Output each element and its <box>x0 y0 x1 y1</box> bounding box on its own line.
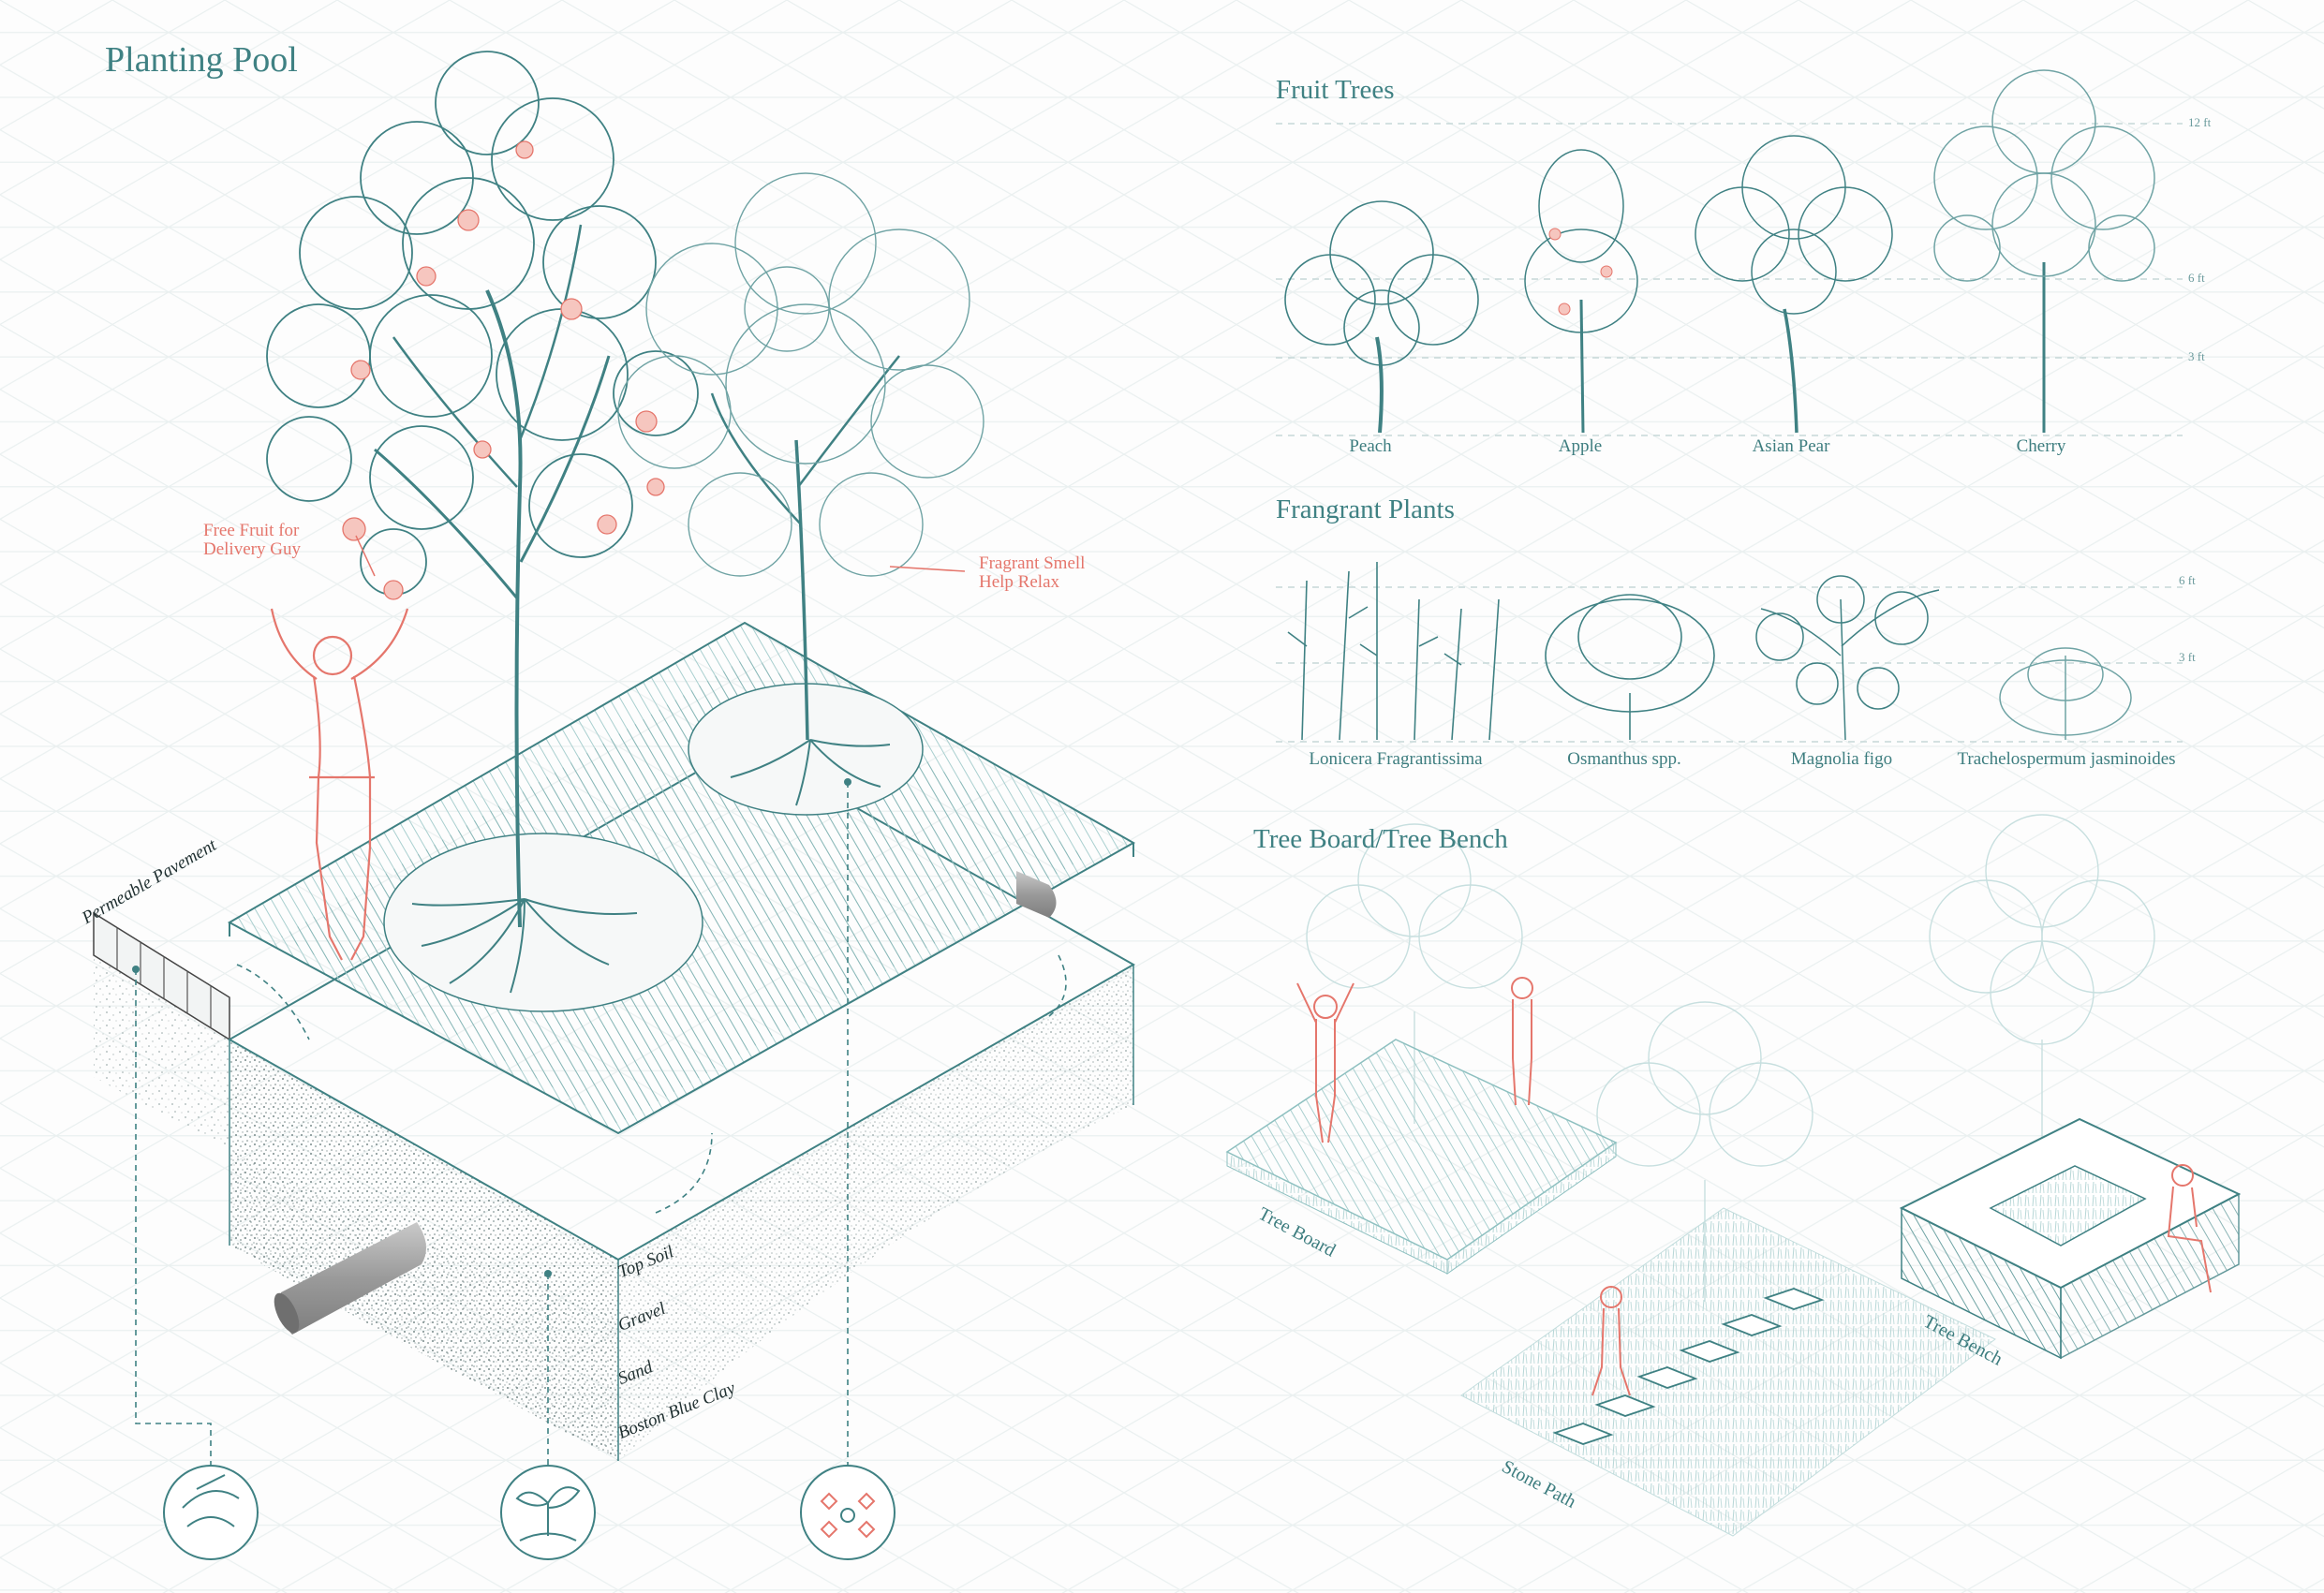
species-apple: Apple <box>1558 436 1603 456</box>
asian-pear-tree <box>1695 135 1893 434</box>
icon-leaders <box>135 782 1067 1466</box>
species-trachelospermum: Trachelospermum jasminoides <box>1957 749 2176 769</box>
fragrant-smell-note-line-2: Help Relax <box>979 571 1060 592</box>
trachelospermum-plant <box>1999 647 2132 740</box>
free-fruit-note-line-2: Delivery Guy <box>203 538 301 559</box>
osmanthus-plant <box>1545 594 1715 740</box>
icon-badges <box>163 1465 896 1560</box>
stormwater-icon <box>163 1465 259 1560</box>
fruit-height-3ft: 3 ft <box>2188 349 2205 363</box>
fruit-trees-title: Fruit Trees <box>1276 75 1395 105</box>
fragrant-smell-note: Fragrant Smell Help Relax <box>979 554 1085 592</box>
fruit-height-6ft: 6 ft <box>2188 271 2205 285</box>
magnolia-plant <box>1755 575 1940 741</box>
scent-pattern-icon <box>800 1465 896 1560</box>
lonicera-plant <box>1287 562 1500 741</box>
free-fruit-note-line-1: Free Fruit for <box>203 521 300 540</box>
fragrant-tree-large <box>617 172 984 741</box>
drain-pipe-right <box>1016 871 1057 918</box>
fruit-trees-panel <box>1276 69 2183 436</box>
stone-path-field <box>1460 1207 1996 1537</box>
fragrant-smell-note-line-1: Fragrant Smell <box>979 553 1086 573</box>
planting-pool-diagram <box>93 51 1136 1466</box>
tree-board-bench-panel <box>1225 814 2242 1537</box>
delivery-person-figure <box>270 535 409 961</box>
free-fruit-note: Free Fruit for Delivery Guy <box>203 522 301 559</box>
species-peach: Peach <box>1349 436 1392 456</box>
cherry-tree <box>1933 69 2155 433</box>
fragrant-height-3ft: 3 ft <box>2179 650 2196 664</box>
fragrant-plants-title: Frangrant Plants <box>1276 494 1455 524</box>
fruit-height-guides <box>1276 123 2183 436</box>
apple-tree-small <box>1524 149 1638 434</box>
species-asian-pear: Asian Pear <box>1752 436 1830 456</box>
fruit-height-12ft: 12 ft <box>2188 115 2212 129</box>
peach-tree <box>1284 200 1479 434</box>
tree-board-people <box>1296 977 2212 1396</box>
stepping-stones <box>1552 1288 1825 1445</box>
fragrant-height-6ft: 6 ft <box>2179 573 2196 587</box>
roots-left <box>411 898 638 994</box>
tree-board-bench-title: Tree Board/Tree Bench <box>1253 824 1508 854</box>
fruit-clusters <box>342 140 665 600</box>
sprout-icon <box>500 1465 596 1560</box>
species-lonicera: Lonicera Fragrantissima <box>1309 749 1483 769</box>
planting-pool-title: Planting Pool <box>105 40 298 80</box>
drain-pipe-left <box>278 1222 426 1335</box>
permeable-pavement-strip <box>93 911 230 1041</box>
fragrant-plants-panel <box>1276 562 2183 743</box>
species-cherry: Cherry <box>2016 436 2066 456</box>
species-osmanthus: Osmanthus spp. <box>1567 749 1681 769</box>
roots-right <box>730 739 891 806</box>
species-magnolia: Magnolia figo <box>1790 749 1893 769</box>
tree-pit-left <box>383 833 703 1012</box>
fruit-tree-apple-large <box>266 51 699 928</box>
paver-joints <box>116 927 212 1028</box>
